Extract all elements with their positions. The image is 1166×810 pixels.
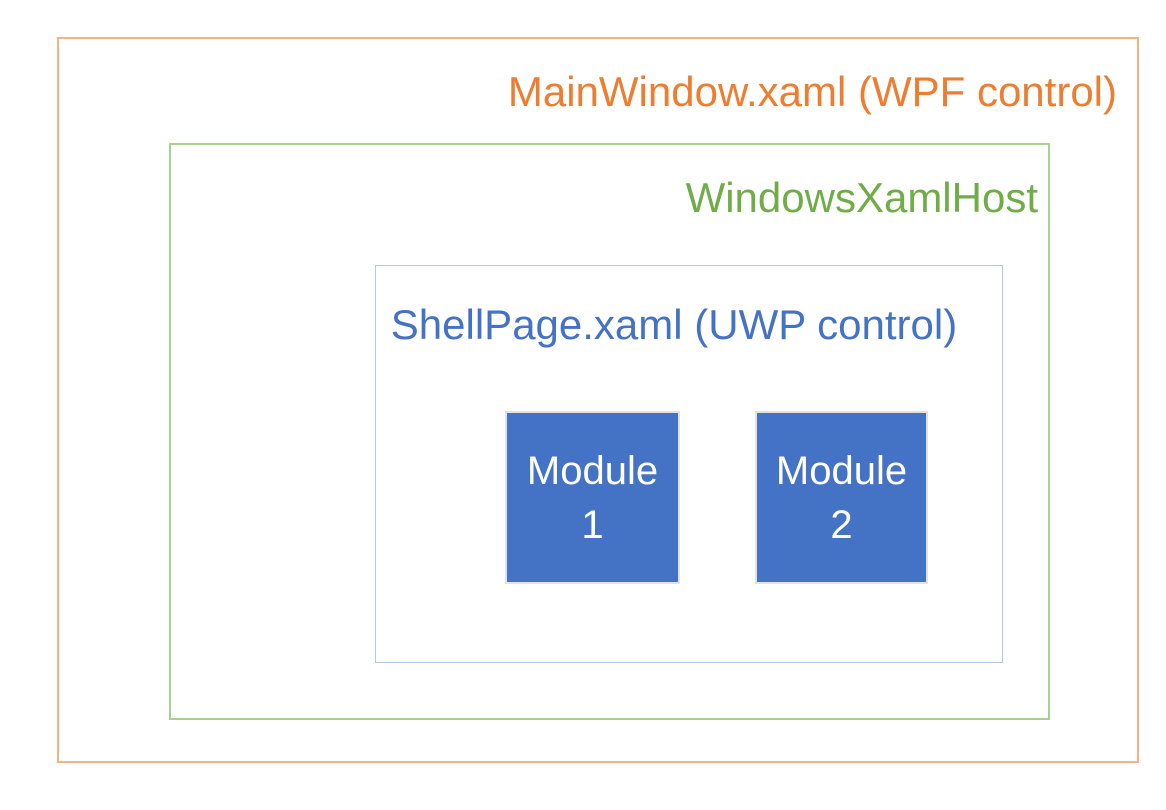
shellpage-uwp-box: ShellPage.xaml (UWP control) Module 1 Mo… bbox=[375, 265, 1003, 663]
shellpage-uwp-label: ShellPage.xaml (UWP control) bbox=[390, 301, 958, 348]
mainwindow-wpf-box: MainWindow.xaml (WPF control) WindowsXam… bbox=[57, 37, 1139, 763]
windows-xaml-host-label: WindowsXamlHost bbox=[685, 174, 1038, 221]
module-2-name-line: Module bbox=[775, 448, 908, 493]
module-1-block: Module 1 bbox=[505, 411, 680, 584]
mainwindow-wpf-label: MainWindow.xaml (WPF control) bbox=[507, 68, 1117, 115]
module-1-number-line: 1 bbox=[581, 502, 604, 547]
module-2-number-line: 2 bbox=[830, 502, 853, 547]
windows-xaml-host-box: WindowsXamlHost ShellPage.xaml (UWP cont… bbox=[169, 143, 1050, 720]
module-1-name-line: Module bbox=[526, 448, 659, 493]
module-2-block: Module 2 bbox=[755, 411, 928, 584]
